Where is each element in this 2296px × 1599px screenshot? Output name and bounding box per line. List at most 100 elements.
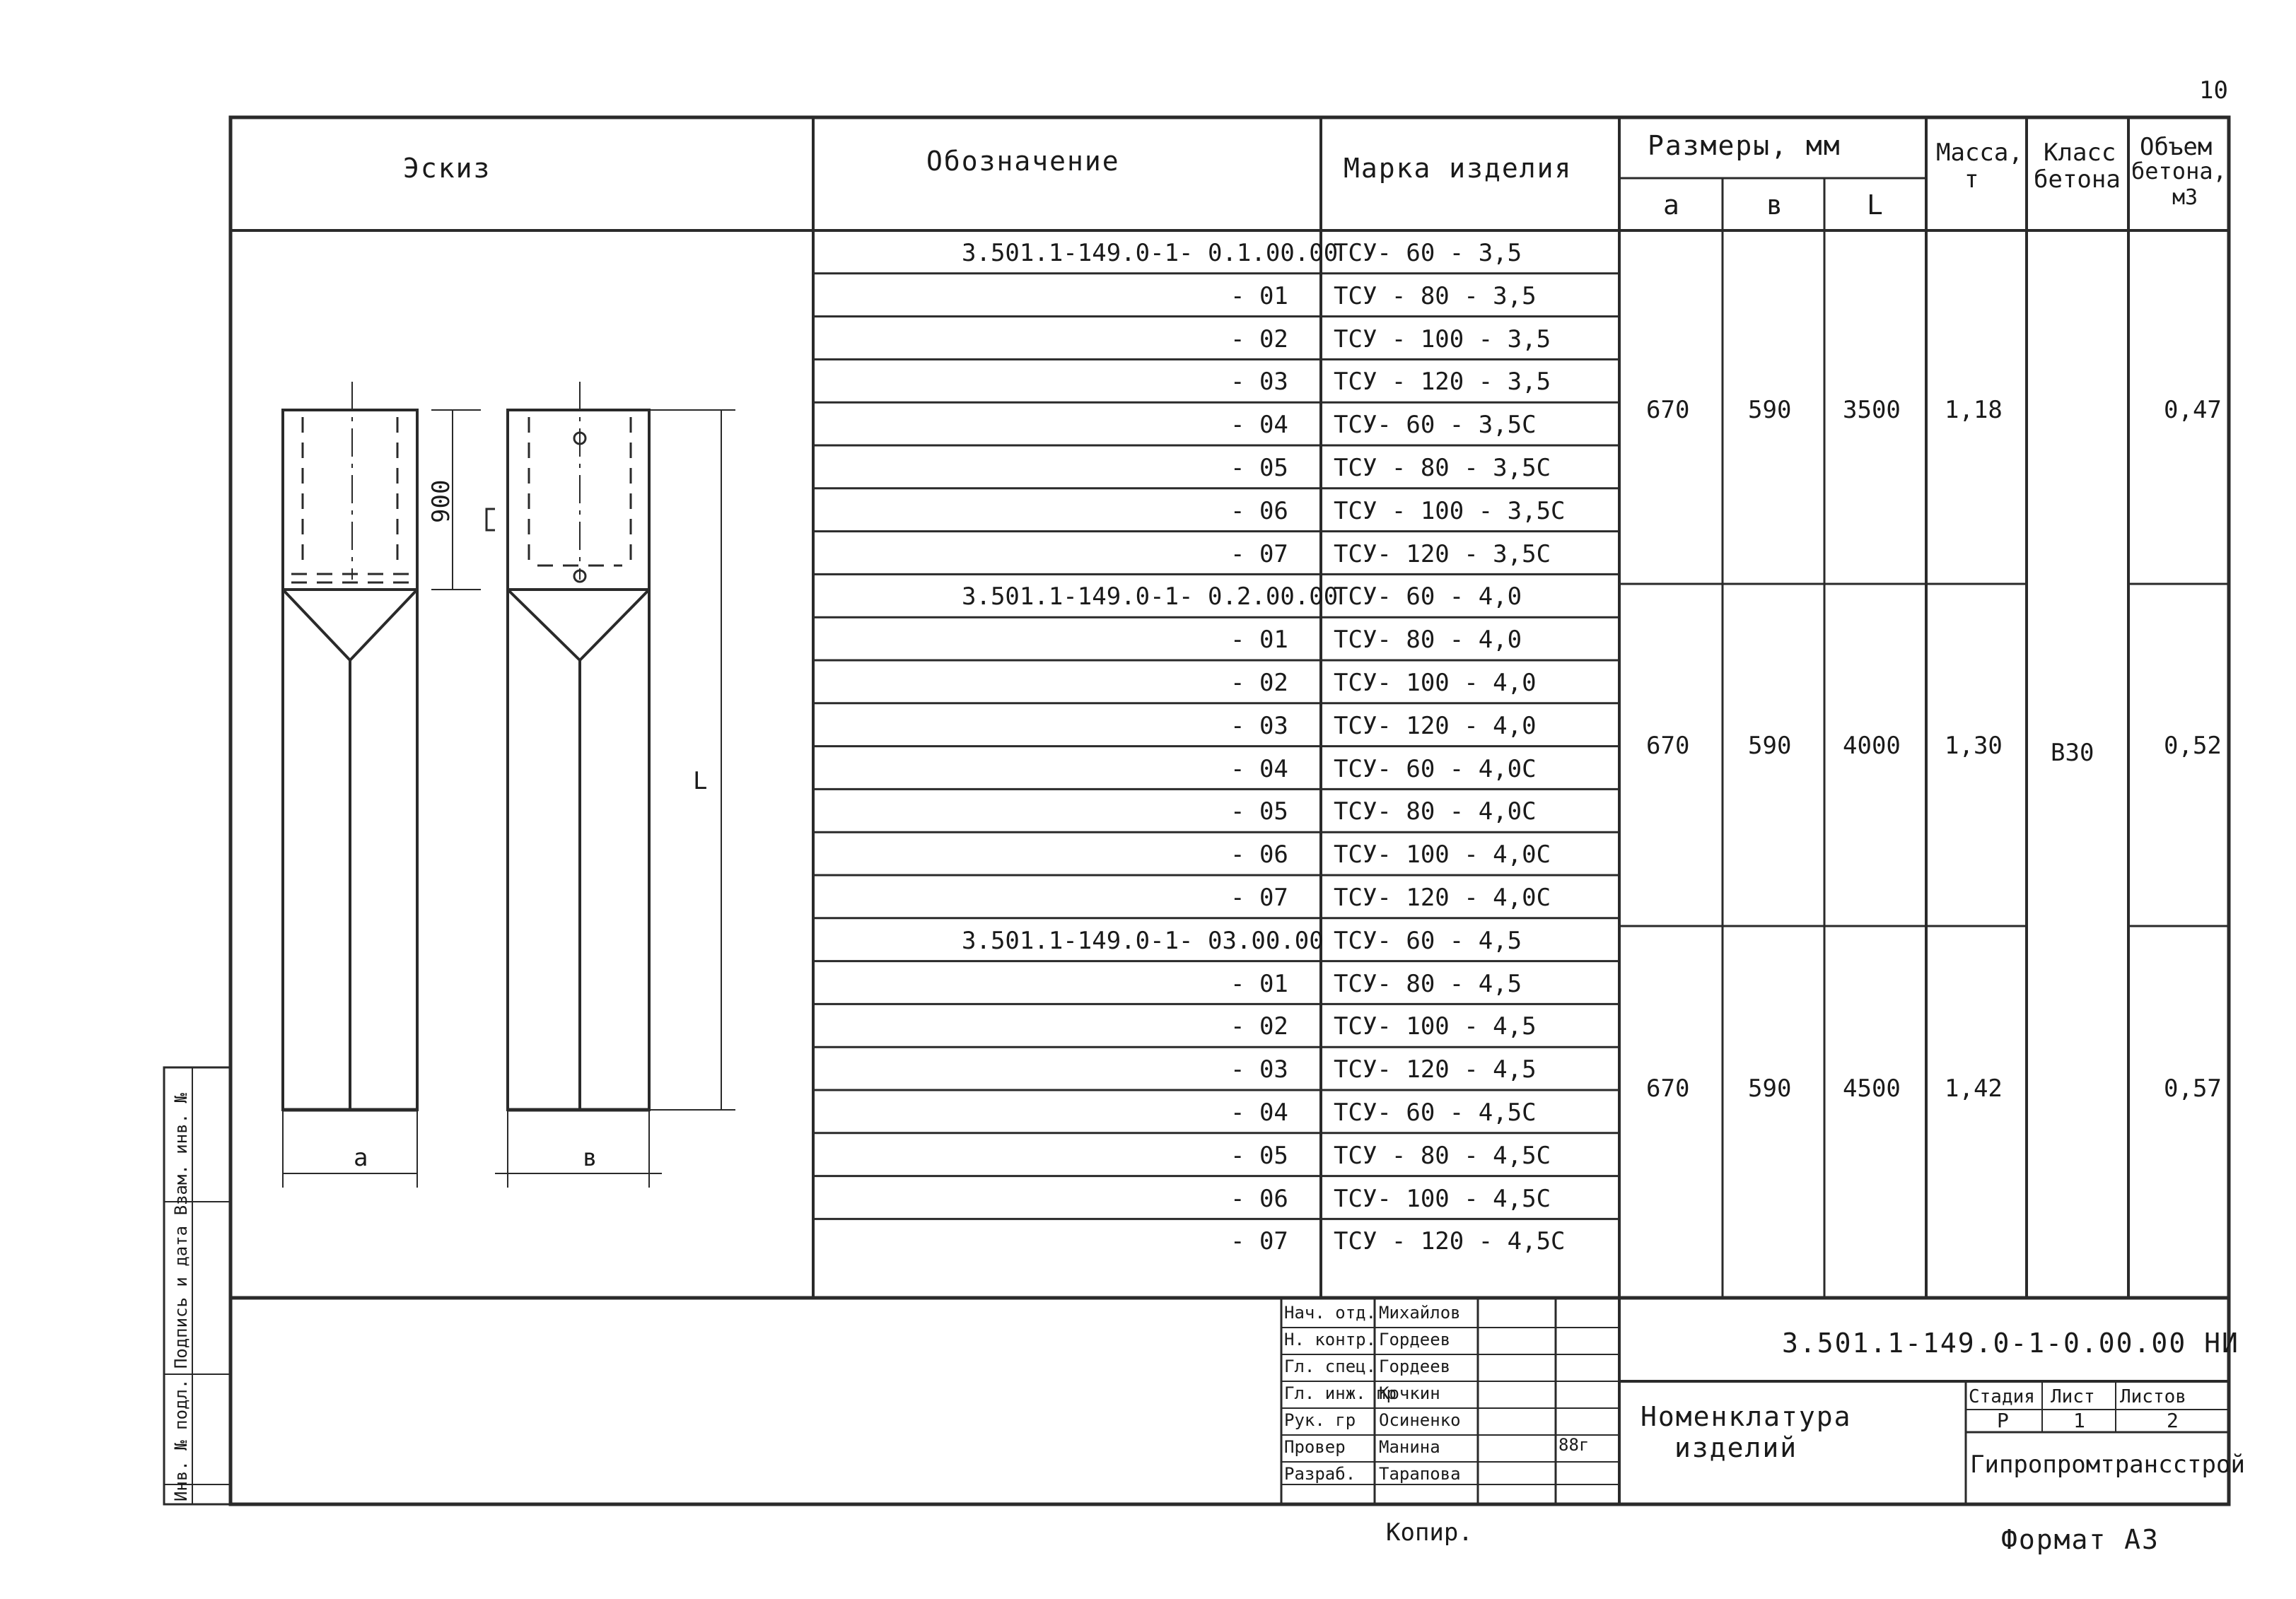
mark-cell: ТСУ - 100 - 3,5	[1334, 324, 1551, 353]
mark-cell: ТСУ- 80 - 4,0С	[1334, 797, 1537, 826]
mark-cell: ТСУ- 60 - 4,5	[1334, 926, 1522, 955]
signature-date: 88г	[1558, 1435, 1590, 1455]
organization: Гипропромтрансстрой	[1970, 1451, 2245, 1479]
doc-title-1: Номенклатура	[1641, 1401, 1852, 1432]
mark-cell: ТСУ - 100 - 3,5С	[1334, 496, 1566, 525]
group-b-value: 590	[1748, 1074, 1792, 1103]
mark-cell: ТСУ - 80 - 3,5С	[1334, 454, 1551, 482]
designation-cell: 3.501.1-149.0-1- 0.2.00.00	[962, 582, 1339, 611]
group-a-value: 670	[1646, 732, 1690, 760]
designation-cell: - 05	[1230, 454, 1288, 482]
designation-cell: - 02	[1230, 324, 1288, 353]
sketch-dim-a: а	[354, 1144, 368, 1172]
sketch-dim-b: в	[583, 1144, 598, 1172]
designation-cell: - 05	[1230, 797, 1288, 826]
header-mass-1: Масса,	[1936, 139, 2023, 167]
header-designation: Обозначение	[926, 146, 1120, 177]
mark-cell: ТСУ- 60 - 3,5	[1334, 239, 1522, 267]
sketch-drawing	[281, 382, 735, 1188]
signer-role: Гл. спец.	[1284, 1357, 1377, 1376]
sketch-dim-900: 900	[427, 479, 455, 523]
signer-name: Манина	[1379, 1437, 1440, 1457]
designation-cell: - 07	[1230, 539, 1288, 568]
signer-role: Разраб.	[1284, 1464, 1356, 1484]
mark-cell: ТСУ- 120 - 4,0С	[1334, 884, 1551, 912]
mark-cell: ТСУ- 60 - 3,5С	[1334, 411, 1537, 440]
mark-cell: ТСУ - 80 - 4,5С	[1334, 1141, 1551, 1170]
mark-cell: ТСУ- 100 - 4,5С	[1334, 1184, 1551, 1213]
designation-cell: - 02	[1230, 1012, 1288, 1041]
designation-cell: - 05	[1230, 1141, 1288, 1170]
mark-cell: ТСУ - 120 - 3,5	[1334, 368, 1551, 397]
mark-cell: ТСУ- 100 - 4,0	[1334, 669, 1537, 697]
mark-cell: ТСУ- 120 - 4,5	[1334, 1055, 1537, 1084]
signer-name: Осиненко	[1379, 1410, 1461, 1430]
designation-cell: - 07	[1230, 884, 1288, 912]
header-class-1: Класс	[2044, 139, 2116, 167]
designation-cell: 3.501.1-149.0-1- 03.00.00	[962, 926, 1324, 955]
group-a-value: 670	[1646, 396, 1690, 424]
concrete-class: В30	[2051, 739, 2094, 767]
header-volume-1: Объем	[2140, 133, 2213, 161]
group-volume-value: 0,47	[2164, 396, 2222, 424]
designation-cell: - 04	[1230, 1099, 1288, 1127]
designation-cell: - 03	[1230, 368, 1288, 397]
header-dim-l: L	[1867, 189, 1884, 221]
group-volume-value: 0,57	[2164, 1074, 2222, 1103]
designation-cell: - 06	[1230, 496, 1288, 525]
copied-label: Копир.	[1386, 1518, 1473, 1547]
group-mass-value: 1,30	[1945, 732, 2003, 760]
signer-name: Михайлов	[1379, 1303, 1461, 1323]
signer-name: Гордеев	[1379, 1357, 1451, 1376]
sheets-value: 2	[2167, 1409, 2179, 1432]
designation-cell: - 06	[1230, 840, 1288, 869]
signer-name: Гордеев	[1379, 1330, 1451, 1349]
designation-cell: - 01	[1230, 281, 1288, 310]
signer-name: Тарапова	[1379, 1464, 1461, 1484]
group-b-value: 590	[1748, 732, 1792, 760]
group-l-value: 4000	[1843, 732, 1901, 760]
designation-cell: - 01	[1230, 626, 1288, 655]
signer-role: Провер	[1284, 1437, 1346, 1457]
designation-cell: - 01	[1230, 969, 1288, 998]
group-mass-value: 1,42	[1945, 1074, 2003, 1103]
signer-role: Н. контр.	[1284, 1330, 1377, 1349]
sheet-value: 1	[2073, 1409, 2085, 1432]
designation-cell: - 06	[1230, 1184, 1288, 1213]
group-b-value: 590	[1748, 396, 1792, 424]
sheet-label: Лист	[2051, 1386, 2095, 1407]
format-label: Формат А3	[2001, 1524, 2160, 1555]
mark-cell: ТСУ- 80 - 4,0	[1334, 626, 1522, 655]
side-stamp: Инв. № подл. Подпись и дата Взам. инв. №	[171, 1093, 191, 1501]
designation-cell: - 03	[1230, 711, 1288, 740]
mark-cell: ТСУ- 60 - 4,0	[1334, 582, 1522, 611]
group-l-value: 3500	[1843, 396, 1901, 424]
stage-value: Р	[1997, 1409, 2009, 1432]
sketch-dim-l: L	[693, 767, 708, 795]
header-dim-b: в	[1766, 189, 1784, 221]
signer-name: Кочкин	[1379, 1383, 1440, 1403]
group-a-value: 670	[1646, 1074, 1690, 1103]
designation-cell: - 04	[1230, 754, 1288, 783]
header-class-2: бетона	[2034, 165, 2121, 194]
mark-cell: ТСУ- 100 - 4,0С	[1334, 840, 1551, 869]
header-mass-2: т	[1964, 165, 1979, 194]
designation-cell: - 07	[1230, 1227, 1288, 1256]
mark-cell: ТСУ- 120 - 4,0	[1334, 711, 1537, 740]
stage-label: Стадия	[1969, 1386, 2035, 1407]
designation-cell: - 04	[1230, 411, 1288, 440]
group-l-value: 4500	[1843, 1074, 1901, 1103]
designation-cell: 3.501.1-149.0-1- 0.1.00.00	[962, 239, 1339, 267]
header-volume-2: бетона,	[2131, 158, 2227, 184]
mark-cell: ТСУ- 80 - 4,5	[1334, 969, 1522, 998]
page-number: 10	[2199, 76, 2228, 105]
mark-cell: ТСУ - 80 - 3,5	[1334, 281, 1537, 310]
sheets-label: Листов	[2120, 1386, 2186, 1407]
document-code: 3.501.1-149.0-1-0.00.00 НИ	[1782, 1328, 2239, 1359]
header-dim-a: а	[1663, 189, 1681, 221]
header-sketch: Эскиз	[403, 153, 491, 184]
mark-cell: ТСУ- 60 - 4,5С	[1334, 1099, 1537, 1127]
signer-role: Нач. отд.	[1284, 1303, 1377, 1323]
